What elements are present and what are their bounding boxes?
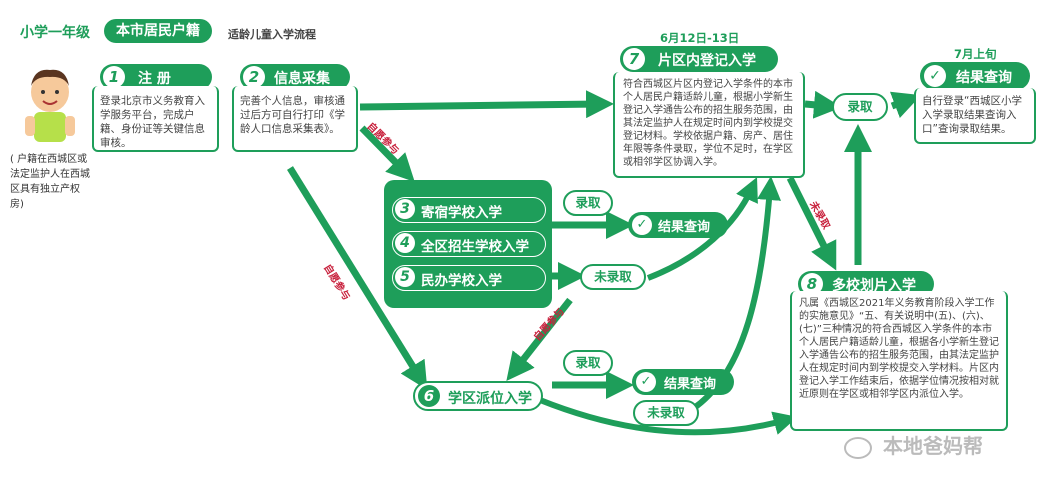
check-icon: ✓	[632, 215, 652, 235]
arrow-6-to-8	[538, 397, 798, 436]
check-icon: ✓	[924, 65, 946, 87]
step7-number: 7	[623, 48, 645, 70]
grade-label: 小学一年级	[20, 25, 90, 41]
school-label-district-wide: 全区招生学校入学	[421, 239, 529, 255]
step7-desc: 符合西城区片区内登记入学条件的本市个人居民户籍适龄儿童，根据小学新生登记入学通告…	[623, 79, 793, 168]
arrow-7-to-8	[786, 176, 837, 271]
step2-number: 2	[243, 66, 265, 88]
step6-admitted: 录取	[563, 350, 613, 376]
schools-not-admitted: 未录取	[580, 264, 646, 290]
step1-number: 1	[103, 66, 125, 88]
arrow-not-admitted-to-6	[506, 297, 573, 382]
final-result-desc: 自行登录“西城区小学入学录取结果查询入口”查询录取结果。	[922, 95, 1022, 135]
step6-number: 6	[418, 385, 440, 407]
school-number-3: 3	[395, 199, 415, 219]
step2-desc: 完善个人信息，审核通过后方可自行打印《学龄人口信息采集表》。	[240, 95, 345, 135]
arrow-2-to-7	[359, 90, 614, 119]
step7-title: 片区内登记入学	[658, 53, 756, 69]
step1-title: 注 册	[138, 71, 171, 87]
arrow-2-to-6	[287, 166, 428, 390]
step1-pill: 1 注 册	[100, 64, 212, 90]
check-icon: ✓	[636, 372, 656, 392]
watermark-text: 本地爸妈帮	[882, 434, 983, 458]
schools-admitted: 录取	[563, 190, 613, 216]
category-pill: 本市居民户籍	[104, 19, 212, 43]
step2-box: 完善个人信息，审核通过后方可自行打印《学龄人口信息采集表》。	[232, 86, 358, 152]
final-result-pill: ✓ 结果查询	[920, 62, 1030, 90]
wechat-icon	[844, 436, 872, 459]
school-label-private: 民办学校入学	[421, 273, 502, 289]
step2-pill: 2 信息采集	[240, 64, 350, 90]
step6-result-query: ✓ 结果查询	[632, 369, 734, 395]
step8-title: 多校划片入学	[832, 278, 916, 294]
step8-desc: 凡属《西城区2021年义务教育阶段入学工作的实施意见》“五、有关说明中(五)、(…	[799, 298, 999, 400]
watermark: 本地爸妈帮	[844, 430, 983, 459]
child-illustration	[25, 69, 75, 142]
school-label-boarding: 寄宿学校入学	[421, 205, 502, 221]
step6-title: 学区派位入学	[448, 391, 532, 407]
final-date: 7月上旬	[954, 47, 997, 61]
school-number-5: 5	[395, 267, 415, 287]
arrow-7-to-admitted	[804, 90, 842, 119]
step6-result-label: 结果查询	[664, 377, 717, 392]
step2-title: 信息采集	[274, 71, 330, 87]
step1-desc: 登录北京市义务教育入学服务平台，完成户籍、身份证等关键信息审核。	[100, 95, 205, 149]
school-row-private: 5 民办学校入学	[392, 265, 546, 291]
arrow-not-admitted-to-7	[646, 177, 758, 281]
step7-pill: 7 片区内登记入学	[620, 46, 778, 72]
school-row-district-wide: 4 全区招生学校入学	[392, 231, 546, 257]
step1-box: 登录北京市义务教育入学服务平台，完成户籍、身份证等关键信息审核。	[92, 86, 219, 152]
school-number-4: 4	[395, 233, 415, 253]
school-row-boarding: 3 寄宿学校入学	[392, 197, 546, 223]
step8-box: 凡属《西城区2021年义务教育阶段入学工作的实施意见》“五、有关说明中(五)、(…	[790, 291, 1008, 431]
flow-subtitle: 适龄儿童入学流程	[228, 28, 316, 41]
step6-not-admitted: 未录取	[633, 400, 699, 426]
step7-admitted: 录取	[832, 93, 888, 121]
arrow-admitted-to-final	[889, 91, 922, 119]
arrow-2-to-schools	[359, 125, 415, 183]
child-note: ( 户籍在西城区或法定监护人在西城区具有独立产权房)	[10, 154, 90, 210]
schools-result-query: ✓ 结果查询	[628, 212, 728, 238]
step7-box: 符合西城区片区内登记入学条件的本市个人居民户籍适龄儿童，根据小学新生登记入学通告…	[613, 72, 805, 178]
step7-date: 6月12日-13日	[660, 31, 740, 45]
schools-result-label: 结果查询	[658, 220, 711, 235]
step6-pill: 6 学区派位入学	[413, 381, 543, 411]
final-result-label: 结果查询	[956, 70, 1012, 86]
final-result-box: 自行登录“西城区小学入学录取结果查询入口”查询录取结果。	[914, 88, 1036, 144]
step8-number: 8	[801, 273, 823, 295]
